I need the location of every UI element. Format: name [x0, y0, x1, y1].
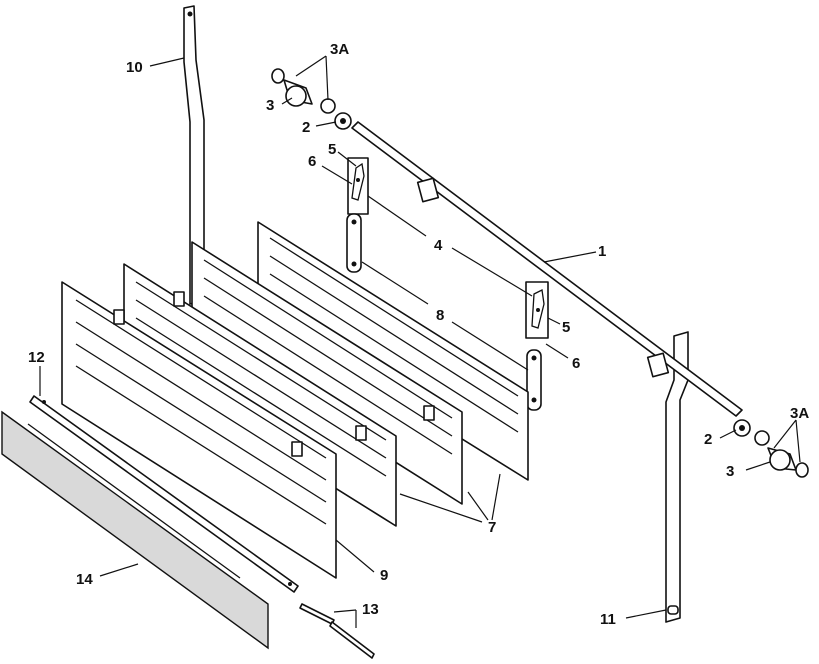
callout-4: 4	[434, 237, 443, 254]
leader-lines	[39, 55, 801, 628]
link-upper	[346, 213, 362, 273]
callout-5-top: 5	[328, 141, 336, 158]
callout-11: 11	[600, 611, 616, 628]
bushing-assembly-top	[271, 68, 352, 130]
callout-13: 13	[362, 601, 379, 618]
bushing-assembly-bottom	[733, 419, 809, 478]
callout-5-bottom: 5	[562, 319, 570, 336]
lower-bar	[29, 395, 299, 593]
callout-3-bottom: 3	[726, 463, 734, 480]
callout-8: 8	[436, 307, 444, 324]
callout-2-bottom: 2	[704, 431, 712, 448]
hook-bracket-upper	[347, 157, 369, 215]
callout-12: 12	[28, 349, 45, 366]
callout-10: 10	[126, 59, 143, 76]
front-panel	[1, 410, 269, 650]
right-support-strap	[665, 331, 689, 623]
louver-1-front	[61, 281, 337, 579]
callout-6-top: 6	[308, 153, 316, 170]
link-lower	[526, 349, 542, 411]
callout-3-top: 3	[266, 97, 274, 114]
callout-9: 9	[380, 567, 388, 584]
hook-bracket-lower	[525, 281, 549, 339]
pins	[299, 603, 375, 659]
callout-14: 14	[76, 571, 93, 588]
callout-1: 1	[598, 243, 606, 260]
callout-6-bottom: 6	[572, 355, 580, 372]
callout-7: 7	[488, 519, 496, 536]
callout-labels: 10 3A 3 2 5 6 4 1 8 5 6 12 3A 2 3 7 9 14…	[28, 41, 809, 628]
support-rod	[351, 121, 743, 417]
callout-3A-bottom: 3A	[790, 405, 809, 422]
callout-3A-top: 3A	[330, 41, 349, 58]
callout-2-top: 2	[302, 119, 310, 136]
